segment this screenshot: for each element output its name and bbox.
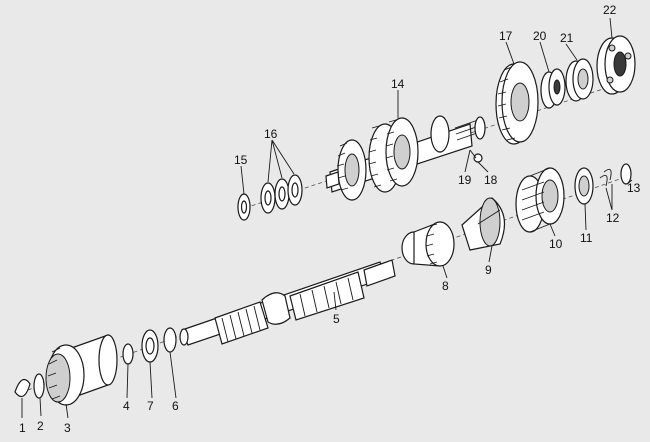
- label-part-5: 5: [333, 312, 340, 326]
- part-4-snap-ring: [122, 343, 134, 365]
- leader-lines: [21, 17, 633, 419]
- part-20-bearing: [540, 68, 566, 109]
- label-part-15: 15: [234, 153, 248, 167]
- upper-axis-line: [244, 79, 631, 209]
- label-part-14: 14: [391, 77, 405, 91]
- part-13-snap-ring: [620, 163, 632, 185]
- part-3-gear: [45, 334, 118, 406]
- part-9-synchro-cone: [461, 197, 506, 251]
- part-12-springs: [599, 168, 612, 187]
- label-part-9: 9: [485, 263, 492, 277]
- label-part-22: 22: [603, 3, 617, 17]
- label-part-12: 12: [606, 211, 620, 225]
- label-part-6: 6: [172, 399, 179, 413]
- label-part-20: 20: [533, 29, 547, 43]
- label-part-3: 3: [64, 421, 71, 435]
- label-part-17: 17: [499, 29, 513, 43]
- part-15-washer: [237, 193, 251, 221]
- part-22-end-plate: [596, 35, 636, 95]
- part-11-ring: [574, 167, 594, 205]
- part-10-synchro-sleeve: [515, 167, 565, 233]
- label-part-21: 21: [560, 31, 574, 45]
- part-6-ring: [163, 327, 177, 353]
- label-part-18: 18: [484, 173, 498, 187]
- label-part-7: 7: [147, 399, 154, 413]
- part-1-clip: [14, 378, 31, 398]
- label-part-19: 19: [458, 173, 472, 187]
- label-part-2: 2: [37, 419, 44, 433]
- part-21-ring: [565, 58, 594, 102]
- label-part-4: 4: [123, 399, 130, 413]
- label-part-1: 1: [19, 421, 26, 435]
- label-part-13: 13: [627, 181, 641, 195]
- part-7-washer: [141, 329, 159, 363]
- part-18-19-pin-clip: [469, 149, 483, 163]
- label-part-10: 10: [549, 237, 563, 251]
- part-16-shims: [260, 174, 303, 214]
- part-17-gear: [495, 61, 539, 145]
- part-14-cluster-gear: [325, 115, 486, 201]
- label-part-11: 11: [580, 231, 593, 245]
- label-part-8: 8: [442, 279, 449, 293]
- part-5-main-shaft: [179, 259, 396, 346]
- part-2-ring: [33, 373, 45, 399]
- part-8-gear: [401, 221, 455, 267]
- label-part-16: 16: [264, 127, 278, 141]
